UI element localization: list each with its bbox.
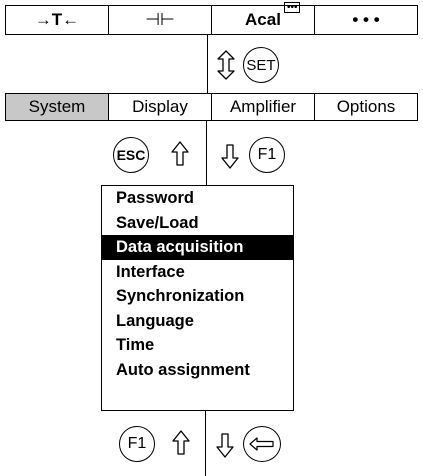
tare-key[interactable]: →T← bbox=[6, 6, 109, 34]
menu-item-auto-assignment[interactable]: Auto assignment bbox=[116, 360, 250, 379]
esc-key[interactable]: ESC bbox=[113, 137, 149, 173]
up-down-arrow-icon[interactable] bbox=[216, 50, 236, 80]
tab-display[interactable]: Display bbox=[109, 94, 212, 120]
menu-tab-bar: System Display Amplifier Options bbox=[5, 93, 418, 121]
tab-options[interactable]: Options bbox=[336, 97, 396, 116]
acal-key[interactable]: Acal••• bbox=[212, 2, 315, 34]
zero-key[interactable]: ⊣⊢ bbox=[109, 6, 212, 34]
menu-item-synchronization[interactable]: Synchronization bbox=[116, 287, 245, 305]
divider-line bbox=[206, 121, 207, 185]
menu-item-language[interactable]: Language bbox=[116, 311, 194, 330]
f1-key[interactable]: F1 bbox=[249, 137, 285, 173]
acal-badge: ••• bbox=[283, 2, 301, 13]
down-arrow-icon[interactable] bbox=[220, 143, 240, 169]
bottom-f1-key[interactable]: F1 bbox=[119, 426, 155, 462]
up-arrow-icon[interactable] bbox=[170, 141, 190, 167]
menu-item-password[interactable]: Password bbox=[116, 189, 194, 207]
menu-item-time[interactable]: Time bbox=[116, 336, 155, 354]
function-key-bar: →T← ⊣⊢ Acal••• • • • bbox=[5, 2, 418, 35]
bottom-down-arrow-icon[interactable] bbox=[215, 432, 235, 458]
enter-arrow-icon bbox=[249, 437, 274, 451]
connector-line bbox=[207, 35, 208, 93]
bottom-divider-line bbox=[205, 411, 206, 476]
enter-key[interactable] bbox=[243, 426, 281, 462]
tab-system[interactable]: System bbox=[6, 94, 109, 120]
system-menu: Password Save/Load Data acquisition Inte… bbox=[101, 185, 294, 411]
menu-item-interface[interactable]: Interface bbox=[116, 262, 185, 281]
tab-amplifier[interactable]: Amplifier bbox=[212, 94, 315, 120]
more-key[interactable]: • • • bbox=[352, 10, 380, 29]
set-key[interactable]: SET bbox=[243, 47, 279, 83]
menu-item-data-acquisition[interactable]: Data acquisition bbox=[102, 235, 293, 260]
bottom-up-arrow-icon[interactable] bbox=[171, 430, 191, 456]
menu-item-save-load[interactable]: Save/Load bbox=[116, 213, 199, 232]
